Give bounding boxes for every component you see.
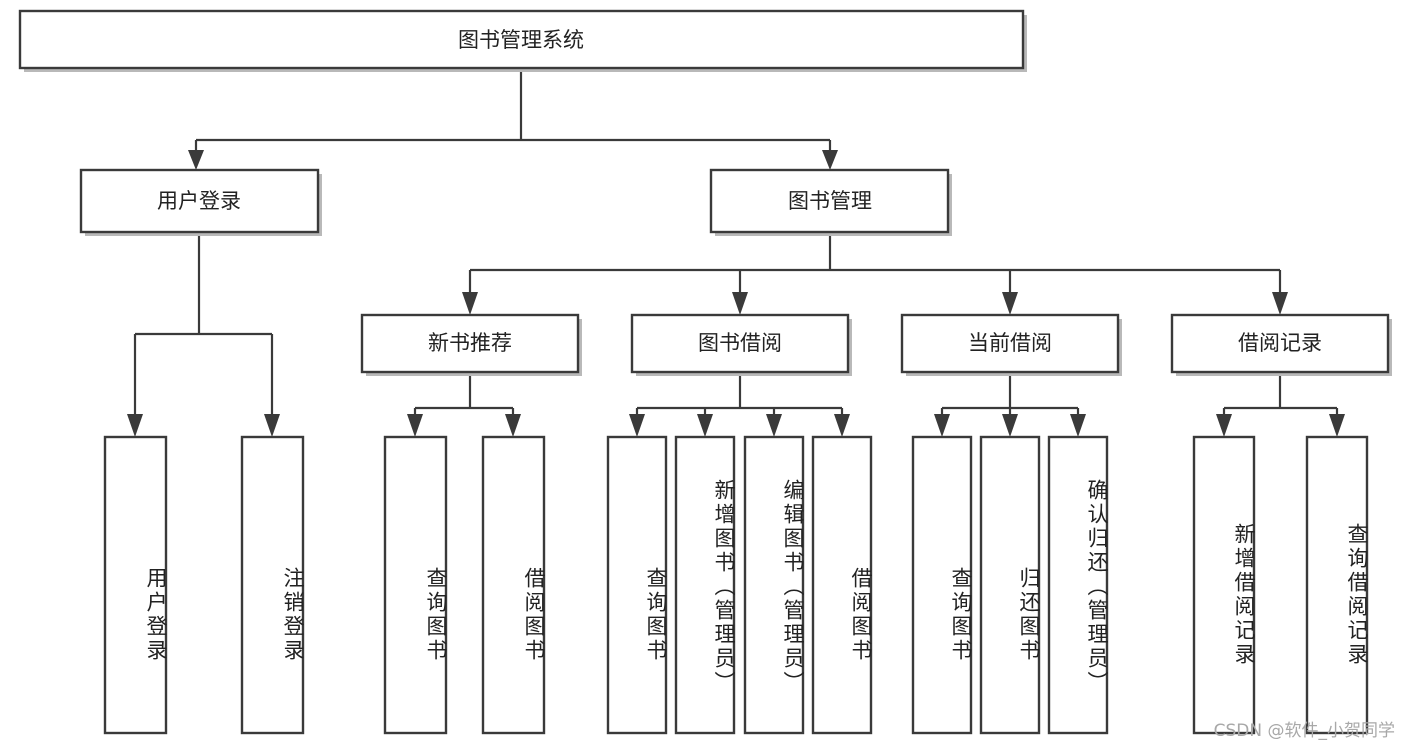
leaf-borrow-book-2-box[interactable] (811, 435, 873, 735)
current-borrow-label: 当前借阅 (968, 331, 1052, 355)
arrow-to-leaf-borrow-book-1 (505, 414, 521, 437)
node-book-borrow[interactable]: 图书借阅 (630, 313, 852, 376)
new-book-recommend-label: 新书推荐 (428, 331, 512, 355)
leaf-query-book-2-box[interactable] (606, 435, 668, 735)
node-user-login[interactable]: 用户登录 (79, 168, 322, 236)
arrow-root-to-user-login (188, 150, 204, 170)
leaf-box-layer (103, 435, 1369, 735)
arrow-to-leaf-query-book-1 (407, 414, 423, 437)
arrow-to-leaf-user-logout (264, 414, 280, 437)
book-management-label: 图书管理 (788, 189, 872, 213)
arrow-to-leaf-return-book (1002, 414, 1018, 437)
arrow-to-borrow-record (1272, 292, 1288, 315)
new-book-recommend-box (360, 313, 580, 374)
borrow-record-label: 借阅记录 (1238, 331, 1322, 355)
arrow-to-leaf-user-login (127, 414, 143, 437)
leaf-borrow-book-1-box[interactable] (481, 435, 546, 735)
arrow-to-leaf-add-record (1216, 414, 1232, 437)
arrow-to-leaf-query-record (1329, 414, 1345, 437)
leaf-query-book-1-box[interactable] (383, 435, 448, 735)
root-box (18, 9, 1025, 70)
user-login-box (79, 168, 320, 234)
book-borrow-box (630, 313, 850, 374)
leaf-return-book-box[interactable] (979, 435, 1041, 735)
node-current-borrow[interactable]: 当前借阅 (900, 313, 1122, 376)
borrow-record-box (1170, 313, 1390, 374)
book-management-box (709, 168, 950, 234)
arrow-to-current-borrow (1002, 292, 1018, 315)
leaf-user-login-box[interactable] (103, 435, 168, 735)
book-borrow-label: 图书借阅 (698, 331, 782, 355)
leaf-confirm-return-box[interactable] (1047, 435, 1109, 735)
watermark-text: CSDN @软件_小贺同学 (1213, 721, 1395, 741)
node-new-book-recommend[interactable]: 新书推荐 (360, 313, 582, 376)
edge-layer (127, 68, 1345, 437)
arrow-to-leaf-confirm-return (1070, 414, 1086, 437)
leaf-query-record-box[interactable] (1305, 435, 1369, 735)
current-borrow-box (900, 313, 1120, 374)
node-root[interactable]: 图书管理系统 (18, 9, 1027, 72)
arrow-to-leaf-query-book-2 (629, 414, 645, 437)
leaf-query-book-3-box[interactable] (911, 435, 973, 735)
arrow-to-leaf-add-book (697, 414, 713, 437)
user-login-label: 用户登录 (157, 189, 241, 213)
arrow-root-to-book-management (822, 150, 838, 170)
node-book-management[interactable]: 图书管理 (709, 168, 952, 236)
leaf-add-record-box[interactable] (1192, 435, 1256, 735)
arrow-to-leaf-query-book-3 (934, 414, 950, 437)
node-borrow-record[interactable]: 借阅记录 (1170, 313, 1392, 376)
leaf-user-logout-box[interactable] (240, 435, 305, 735)
arrow-to-book-borrow (732, 292, 748, 315)
leaf-edit-book-box[interactable] (743, 435, 805, 735)
arrow-to-new-book-recommend (462, 292, 478, 315)
arrow-to-leaf-edit-book (766, 414, 782, 437)
root-label: 图书管理系统 (458, 28, 584, 52)
arrow-to-leaf-borrow-book-2 (834, 414, 850, 437)
leaf-add-book-box[interactable] (674, 435, 736, 735)
